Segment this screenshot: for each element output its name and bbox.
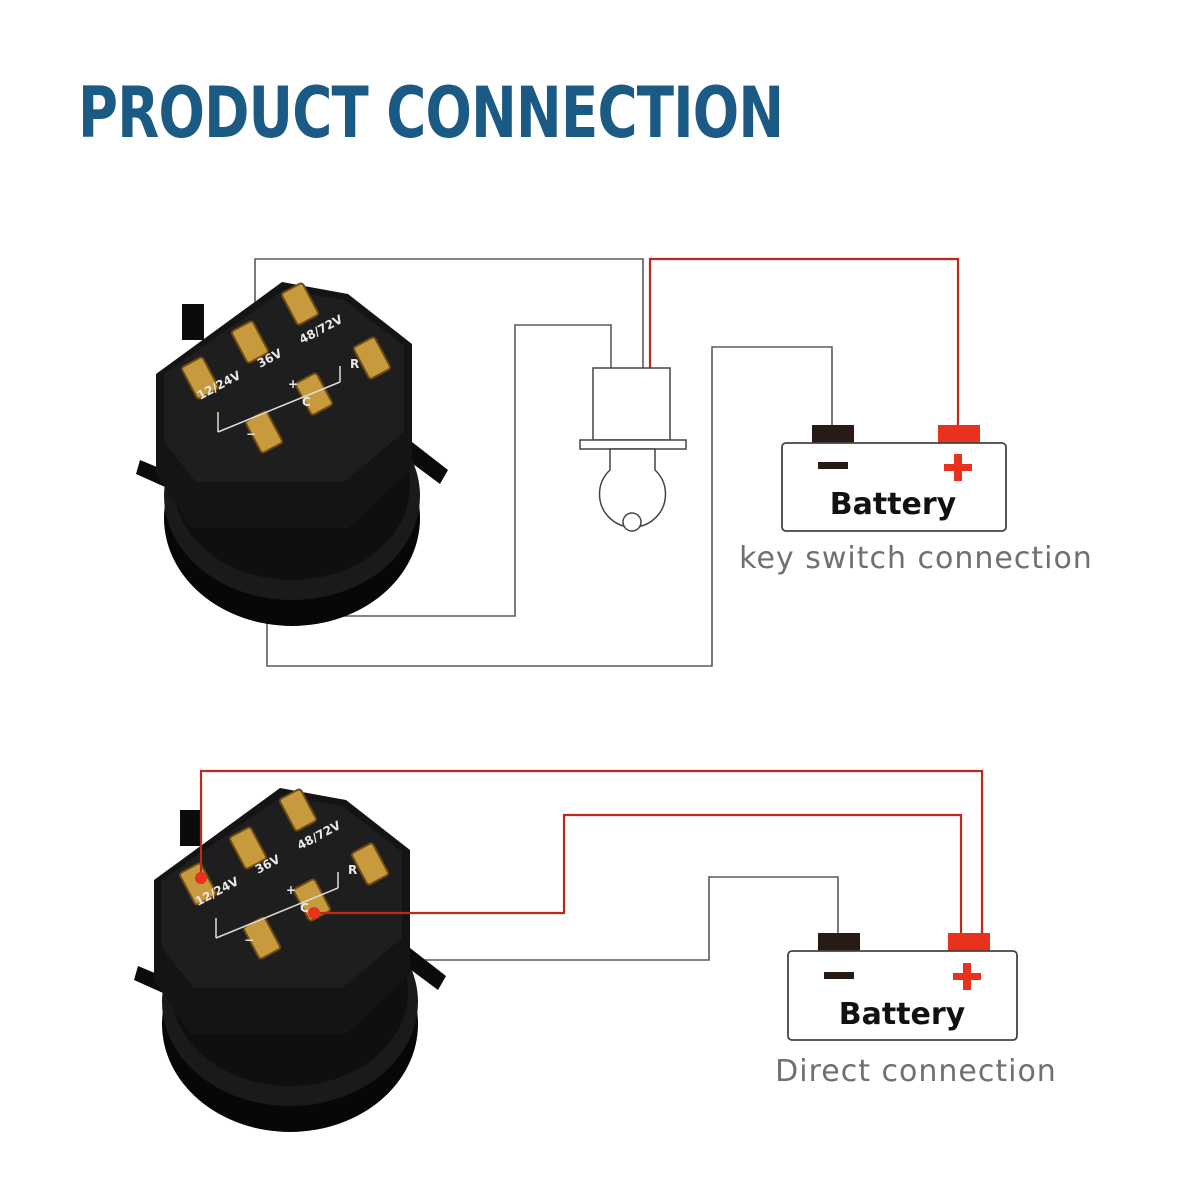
negative-sign-icon (824, 972, 854, 979)
positive-sign-icon (944, 454, 972, 481)
key-switch-caption: key switch connection (739, 541, 1093, 576)
negative-terminal (812, 425, 854, 443)
voltmeter-bottom: 12/24V 36V 48/72V + − C R (133, 787, 447, 1133)
negative-terminal (818, 933, 860, 951)
direct-caption: Direct connection (775, 1054, 1057, 1089)
battery-bottom: Battery (787, 933, 1018, 1041)
terminal-label-c: C (300, 901, 309, 915)
terminal-label-plus: + (288, 377, 298, 391)
gray-wires (275, 876, 839, 961)
terminal-label-c: C (302, 395, 311, 409)
red-wires (648, 257, 960, 425)
wire-contact-dot (195, 872, 207, 884)
battery-label-bottom: Battery (839, 997, 966, 1032)
red-wires (199, 769, 984, 933)
positive-terminal (938, 425, 980, 443)
direct-panel: 12/24V 36V 48/72V + − C R Battery Direct… (133, 769, 1057, 1133)
page-title: PRODUCT CONNECTION (78, 72, 784, 154)
battery-top: Battery (781, 425, 1007, 532)
key-switch-panel: 12/24V 36V 48/72V + − C R Battery key s (135, 257, 1093, 667)
wire-contact-dot (308, 907, 320, 919)
terminal-label-minus: − (244, 933, 254, 947)
terminal-label-plus: + (286, 883, 296, 897)
positive-sign-icon (953, 963, 981, 990)
voltmeter-top: 12/24V 36V 48/72V + − C R (135, 281, 449, 627)
key-switch-icon (579, 367, 687, 532)
negative-sign-icon (818, 462, 848, 469)
positive-terminal (948, 933, 990, 951)
terminal-label-r: R (348, 863, 357, 877)
terminal-label-r: R (350, 357, 359, 371)
battery-label-top: Battery (830, 487, 957, 522)
terminal-label-minus: − (246, 427, 256, 441)
